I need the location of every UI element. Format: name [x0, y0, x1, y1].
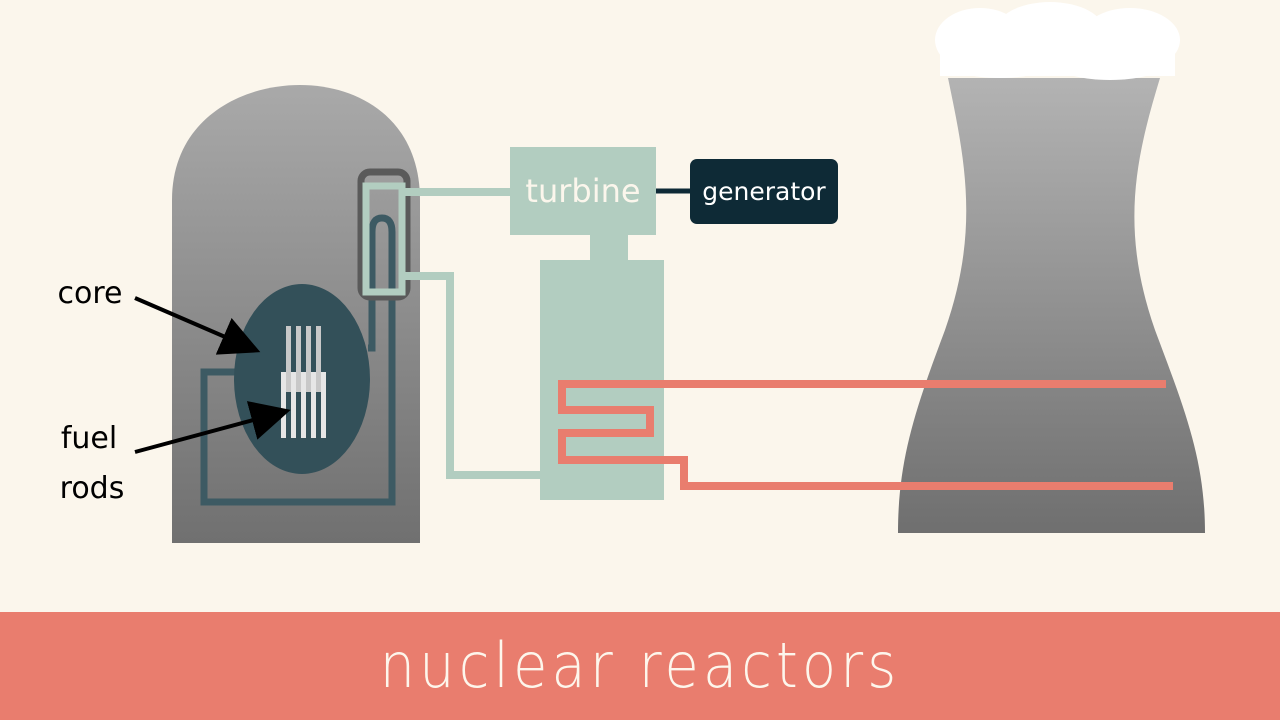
title-banner: nuclear reactors [0, 612, 1280, 720]
steam-cloud [935, 2, 1180, 80]
cooling-water-loop [558, 380, 1173, 490]
generator-box [690, 159, 838, 224]
primary-coolant-loop [200, 214, 396, 506]
steam-loop [362, 182, 406, 296]
rods-label: rods [60, 471, 125, 506]
turbine-box [510, 147, 656, 235]
turbine-shaft [590, 235, 628, 261]
core-label: core [58, 276, 123, 311]
core-arrow [134, 296, 261, 355]
steam-generator [357, 168, 411, 301]
nuclear-plant-diagram: turbine generator core fuel rods [58, 2, 1205, 543]
cooling-tower [898, 78, 1205, 533]
generator-label: generator [702, 177, 826, 206]
turbine-label: turbine [525, 172, 640, 210]
fuel-label: fuel [61, 421, 117, 456]
condensate-return-line [402, 272, 542, 479]
fuel-rods-arrow [134, 401, 291, 454]
page-title: nuclear reactors [379, 630, 901, 703]
